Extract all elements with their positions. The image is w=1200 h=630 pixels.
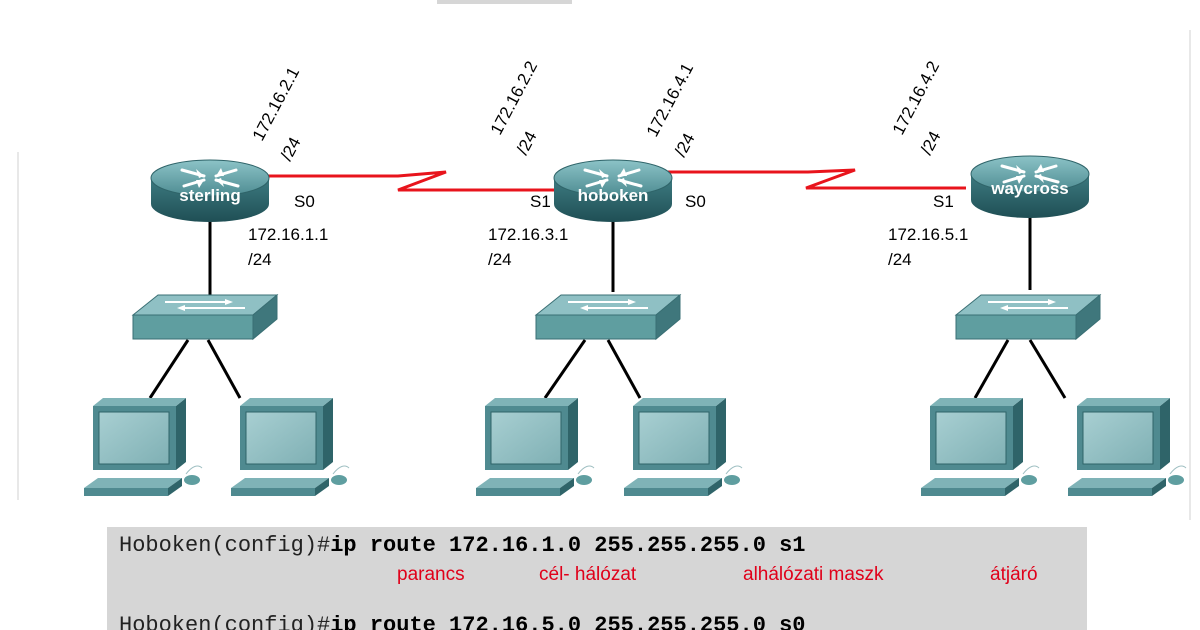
- svg-text:/24: /24: [277, 134, 305, 164]
- router-name: hoboken: [578, 186, 649, 205]
- label-sterling-lan-mask: /24: [248, 250, 272, 269]
- annotation-mask: alhálózati maszk: [743, 564, 884, 585]
- cli-command-panel: Hoboken(config)#ip route 172.16.1.0 255.…: [107, 527, 1087, 630]
- label-sterling-s0-ip: 172.16.2.1: [249, 64, 304, 144]
- switch-waycross[interactable]: [955, 294, 1101, 340]
- annotation-network: cél- hálózat: [539, 564, 637, 585]
- port-hoboken-s0: S0: [685, 192, 706, 211]
- svg-text:172.16.4.2: 172.16.4.2: [889, 58, 944, 138]
- switch-sterling[interactable]: [132, 294, 278, 340]
- router-hoboken[interactable]: hoboken: [552, 158, 674, 224]
- label-sterling-s0-mask: /24: [277, 134, 305, 164]
- label-waycross-s1-ip: 172.16.4.2: [889, 58, 944, 138]
- lan-links: [148, 210, 1067, 399]
- annotation-gateway: átjáró: [990, 564, 1038, 585]
- label-hoboken-s1-mask: /24: [513, 128, 541, 158]
- router-name: sterling: [179, 186, 240, 205]
- label-waycross-lan-ip: 172.16.5.1: [888, 225, 968, 244]
- cli-line-1: Hoboken(config)#ip route 172.16.1.0 255.…: [119, 533, 806, 558]
- label-hoboken-lan-mask: /24: [488, 250, 512, 269]
- pc-hoboken-1[interactable]: [475, 397, 595, 497]
- pc-sterling-2[interactable]: [230, 397, 350, 497]
- label-sterling-lan-ip: 172.16.1.1: [248, 225, 328, 244]
- pc-waycross-1[interactable]: [920, 397, 1040, 497]
- cli-line-2: Hoboken(config)#ip route 172.16.5.0 255.…: [119, 613, 806, 630]
- top-tab: [437, 0, 572, 4]
- svg-text:172.16.2.1: 172.16.2.1: [249, 64, 304, 144]
- svg-text:/24: /24: [671, 130, 699, 160]
- cli-prompt: Hoboken(config)#: [119, 613, 331, 630]
- svg-text:172.16.4.1: 172.16.4.1: [643, 60, 698, 140]
- cli-command: ip route 172.16.5.0 255.255.255.0 s0: [330, 613, 806, 630]
- cli-prompt: Hoboken(config)#: [119, 533, 331, 558]
- label-waycross-s1-mask: /24: [917, 128, 945, 158]
- label-hoboken-lan-ip: 172.16.3.1: [488, 225, 568, 244]
- port-waycross-s1: S1: [933, 192, 954, 211]
- serial-link-hoboken-waycross: [668, 168, 966, 190]
- svg-text:/24: /24: [513, 128, 541, 158]
- port-sterling-s0: S0: [294, 192, 315, 211]
- port-hoboken-s1: S1: [530, 192, 551, 211]
- label-hoboken-s0-mask: /24: [671, 130, 699, 160]
- serial-link-sterling-hoboken: [268, 170, 560, 192]
- router-name: waycross: [990, 179, 1069, 198]
- pc-sterling-1[interactable]: [83, 397, 203, 497]
- switch-hoboken[interactable]: [535, 294, 681, 340]
- svg-text:172.16.2.2: 172.16.2.2: [487, 58, 542, 138]
- router-waycross[interactable]: waycross: [969, 154, 1091, 220]
- svg-text:/24: /24: [917, 128, 945, 158]
- label-waycross-lan-mask: /24: [888, 250, 912, 269]
- annotation-command: parancs: [397, 564, 465, 585]
- label-hoboken-s0-ip: 172.16.4.1: [643, 60, 698, 140]
- cli-command: ip route 172.16.1.0 255.255.255.0 s1: [330, 533, 806, 558]
- pc-waycross-2[interactable]: [1067, 397, 1187, 497]
- pc-hoboken-2[interactable]: [623, 397, 743, 497]
- label-hoboken-s1-ip: 172.16.2.2: [487, 58, 542, 138]
- router-sterling[interactable]: sterling: [149, 158, 271, 224]
